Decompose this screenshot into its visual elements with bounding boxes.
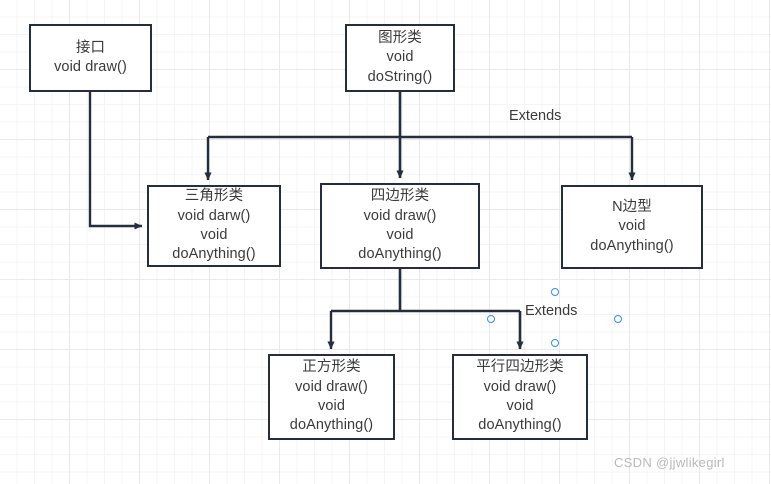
quadrilateral-class-node-line-1: void draw() [363,207,437,224]
ngon-class-node-line-1: void [618,218,646,235]
triangle-class-node-line-0: 三角形类 [184,188,244,205]
connection-handle-top[interactable] [551,288,559,296]
connection-handle-left[interactable] [487,315,495,323]
ngon-class-node[interactable]: N边型 void doAnything() [561,185,703,269]
interface-node-line-0: 接口 [75,39,106,56]
ngon-class-node-line-2: doAnything() [590,237,674,254]
parallelogram-class-node-line-2: void [506,398,534,414]
quadrilateral-class-node-line-2: void [386,227,414,243]
square-class-node-line-3: doAnything() [289,417,374,434]
csdn-watermark: CSDN @jjwlikegirl [614,455,725,470]
quadrilateral-class-node-line-0: 四边形类 [370,188,430,205]
square-class-node[interactable]: 正方形类 void draw() void doAnything() [268,354,395,440]
shape-class-node-line-2: doString() [367,68,433,85]
interface-node-line-1: void draw() [54,59,127,75]
parallelogram-class-node-line-1: void draw() [483,378,557,395]
parallelogram-class-node-line-0: 平行四边形类 [476,359,564,376]
triangle-class-node[interactable]: 三角形类 void darw() void doAnything() [147,185,281,267]
shape-class-node-line-1: void [386,49,414,66]
triangle-class-node-line-2: void [200,227,228,243]
shape-class-node[interactable]: 图形类 void doString() [345,24,455,92]
extends-label-bottom[interactable]: Extends [525,303,578,319]
square-class-node-line-2: void [318,398,345,414]
interface-node[interactable]: 接口 void draw() [29,24,152,92]
shape-class-node-line-0: 图形类 [378,30,422,47]
triangle-class-node-line-1: void darw() [177,207,251,224]
quadrilateral-class-node-line-3: doAnything() [358,246,442,263]
parallelogram-class-node[interactable]: 平行四边形类 void draw() void doAnything() [452,354,588,440]
parallelogram-class-node-line-3: doAnything() [478,417,562,434]
square-class-node-line-1: void draw() [295,378,368,395]
square-class-node-line-0: 正方形类 [302,359,361,376]
quadrilateral-class-node[interactable]: 四边形类 void draw() void doAnything() [320,183,480,269]
triangle-class-node-line-3: doAnything() [172,246,256,263]
extends-label-top[interactable]: Extends [509,108,562,124]
ngon-class-node-line-0: N边型 [612,199,652,216]
edge-interface-to-triangle [88,92,143,230]
connection-handle-bottom[interactable] [551,339,559,347]
connection-handle-right[interactable] [614,315,622,323]
